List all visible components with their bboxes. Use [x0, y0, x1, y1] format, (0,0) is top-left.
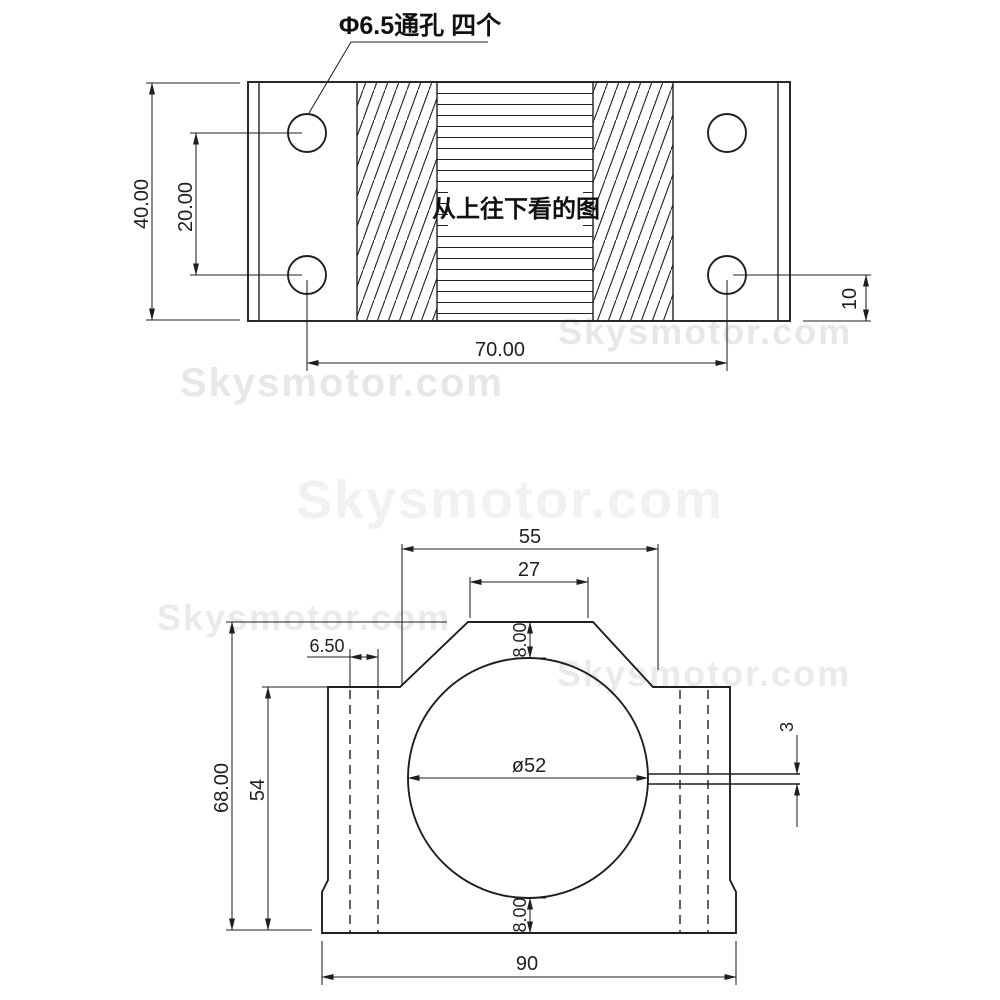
dim-edge-offset-10: 10: [733, 274, 871, 322]
dim-label-27: 27: [518, 559, 540, 581]
top-view-body-outline: [247, 81, 791, 322]
dim-label-55: 55: [519, 526, 541, 548]
watermark: Skysmotor.com: [296, 470, 724, 530]
hatch-band-left: [357, 82, 437, 321]
dim-hole-offset-650: 6.50: [307, 636, 379, 686]
dim-label-bore: ø52: [512, 755, 546, 777]
view-label-box: [448, 186, 583, 230]
dim-total-height-68: 68.00: [211, 621, 447, 931]
view-label: 从上往下看的图: [432, 195, 600, 223]
dim-top-flat-27: 27: [469, 559, 589, 618]
dim-side-height-54: 54: [247, 686, 332, 931]
dim-label-8-bottom: 8.00: [510, 897, 530, 932]
dim-top-boss-8: 8.00: [510, 621, 546, 659]
dim-bore-diameter-52: ø52: [407, 755, 649, 781]
dim-top-width-55: 55: [401, 526, 659, 686]
dim-label-54: 54: [247, 779, 269, 801]
dim-label-68: 68.00: [211, 763, 233, 813]
watermark: Skysmotor.com: [157, 597, 451, 638]
dim-label-40: 40.00: [131, 179, 153, 229]
dim-label-20: 20.00: [175, 182, 197, 232]
top-view: 从上往下看的图 Φ6.5通孔 四个 40.00 20.00 70.00: [131, 12, 871, 371]
dim-label-70: 70.00: [475, 339, 525, 361]
hatch-band-right: [593, 82, 673, 321]
dim-label-90: 90: [516, 953, 538, 975]
watermark: Skysmotor.com: [180, 361, 504, 405]
front-view: ø52 55 27 8.00 6.50: [211, 526, 800, 985]
dim-label-3: 3: [777, 722, 797, 732]
dim-overall-height-40: 40.00: [131, 82, 240, 321]
through-hole-top-right: [707, 113, 747, 153]
watermarks: Skysmotor.com Skysmotor.com Skysmotor.co…: [157, 311, 850, 694]
dim-hole-spacing-70: 70.00: [306, 280, 728, 371]
dim-bottom-boss-8: 8.00: [510, 897, 546, 934]
callout-leader-line: [308, 41, 488, 114]
dim-hole-spacing-20: 20.00: [175, 132, 302, 276]
dim-base-width-90: 90: [321, 941, 737, 985]
hole-callout-label: Φ6.5通孔 四个: [339, 12, 502, 40]
dim-slot-width-3: 3: [777, 722, 800, 827]
dim-label-10: 10: [839, 288, 861, 310]
dim-label-8-top: 8.00: [510, 622, 530, 657]
dim-label-650: 6.50: [309, 636, 344, 656]
